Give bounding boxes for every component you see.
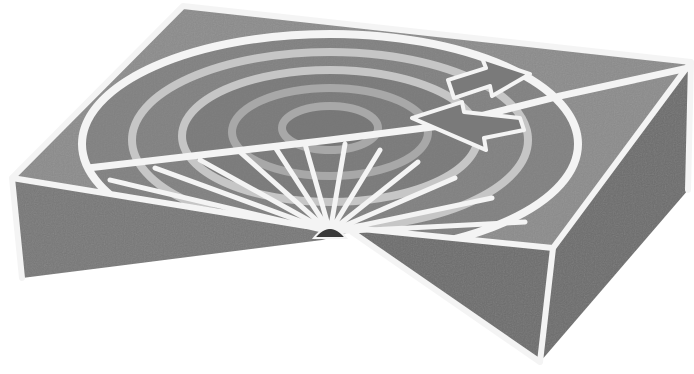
front-right-face: [352, 228, 553, 362]
block-edge: [688, 62, 691, 190]
